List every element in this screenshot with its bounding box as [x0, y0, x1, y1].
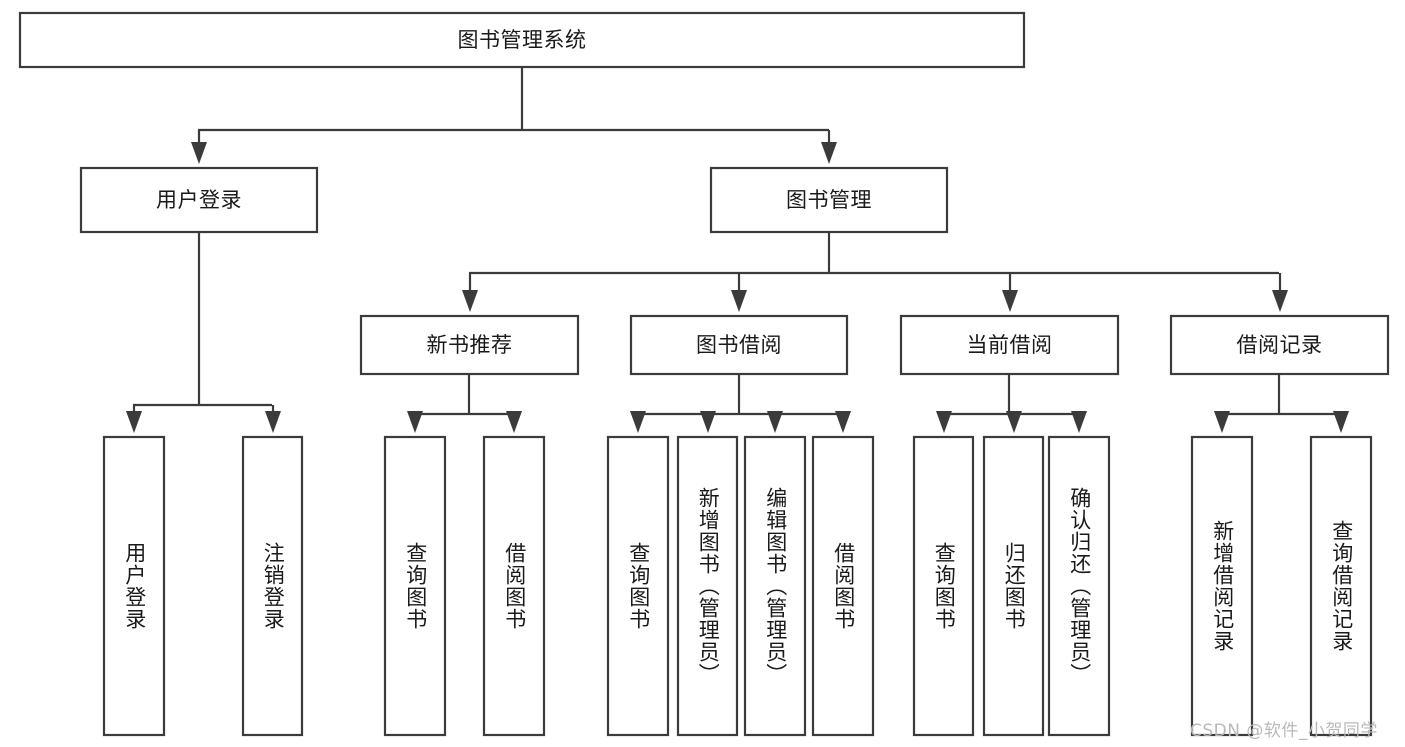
node-box-l-query-book-2[interactable] — [606, 435, 670, 737]
arrow-head-icon-l_add_book — [700, 411, 716, 433]
node-l-borrow-book-1[interactable] — [484, 437, 544, 735]
node-label-n-user-login: 用户登录 — [156, 188, 242, 212]
arrow-head-icon-l_query_book_1 — [407, 411, 423, 433]
node-box-n-new-book-rec[interactable] — [359, 314, 580, 376]
node-box-l-return-book[interactable] — [982, 435, 1045, 737]
arrow-head-icon-l_borrow_book_1 — [506, 411, 522, 433]
node-box-root[interactable] — [18, 11, 1026, 69]
arrow-head-icon-n_borrow_record — [1272, 290, 1288, 312]
node-label-n-book-borrow: 图书借阅 — [696, 333, 782, 357]
connectors-layer — [126, 67, 1349, 433]
arrow-head-icon-l_logout — [265, 411, 281, 433]
node-l-query-book-3[interactable] — [914, 437, 973, 735]
node-label-n-new-book-rec: 新书推荐 — [427, 333, 513, 357]
arrow-head-icon-l_confirm_return — [1071, 411, 1087, 433]
node-l-edit-book[interactable] — [745, 437, 805, 735]
node-box-l-borrow-book-1[interactable] — [482, 435, 546, 737]
node-box-l-confirm-return[interactable] — [1047, 435, 1111, 737]
node-l-add-record[interactable] — [1192, 437, 1252, 735]
node-l-logout[interactable] — [243, 437, 302, 735]
node-box-n-borrow-record[interactable] — [1169, 314, 1390, 376]
arrow-head-icon-l_return_book — [1006, 411, 1022, 433]
arrow-head-icon-l_query_book_2 — [630, 411, 646, 433]
node-box-l-query-book-1[interactable] — [383, 435, 447, 737]
arrow-head-icon-l_edit_book — [767, 411, 783, 433]
node-l-return-book[interactable] — [984, 437, 1043, 735]
arrow-head-icon-n_new_book_rec — [462, 290, 478, 312]
boxes-layer — [18, 11, 1390, 737]
node-box-l-logout[interactable] — [241, 435, 304, 737]
arrow-head-icon-n_book_manage — [821, 142, 837, 164]
arrow-head-icon-n_current_borrow — [1002, 290, 1018, 312]
node-box-l-user-login[interactable] — [102, 435, 166, 737]
node-l-query-book-2[interactable] — [608, 437, 668, 735]
csdn-watermark: CSDN @软件_小贺同学 — [1190, 721, 1378, 741]
arrow-head-icon-l_query_book_3 — [936, 411, 952, 433]
node-l-borrow-book-2[interactable] — [813, 437, 873, 735]
node-box-l-add-record[interactable] — [1190, 435, 1254, 737]
node-box-l-query-book-3[interactable] — [912, 435, 975, 737]
node-l-add-book[interactable] — [678, 437, 737, 735]
node-l-query-book-1[interactable] — [385, 437, 445, 735]
arrow-head-icon-l_query_record — [1333, 411, 1349, 433]
arrow-head-icon-n_user_login — [191, 142, 207, 164]
node-box-n-book-manage[interactable] — [709, 166, 949, 234]
node-box-n-current-borrow[interactable] — [899, 314, 1120, 376]
arrow-head-icon-l_add_record — [1214, 411, 1230, 433]
node-label-n-current-borrow: 当前借阅 — [967, 333, 1053, 357]
node-label-n-book-manage: 图书管理 — [786, 188, 872, 212]
node-label-root: 图书管理系统 — [458, 28, 587, 52]
node-box-n-book-borrow[interactable] — [629, 314, 849, 376]
node-box-l-query-record[interactable] — [1309, 435, 1373, 737]
node-box-l-edit-book[interactable] — [743, 435, 807, 737]
node-l-user-login[interactable] — [104, 437, 164, 735]
arrow-head-icon-l_user_login — [126, 411, 142, 433]
node-box-l-add-book[interactable] — [676, 435, 739, 737]
arrow-head-icon-l_borrow_book_2 — [835, 411, 851, 433]
node-l-confirm-return[interactable] — [1049, 437, 1109, 735]
node-box-n-user-login[interactable] — [79, 166, 319, 234]
node-label-n-borrow-record: 借阅记录 — [1237, 333, 1323, 357]
node-box-l-borrow-book-2[interactable] — [811, 435, 875, 737]
node-l-query-record[interactable] — [1311, 437, 1371, 735]
arrow-head-icon-n_book_borrow — [731, 290, 747, 312]
